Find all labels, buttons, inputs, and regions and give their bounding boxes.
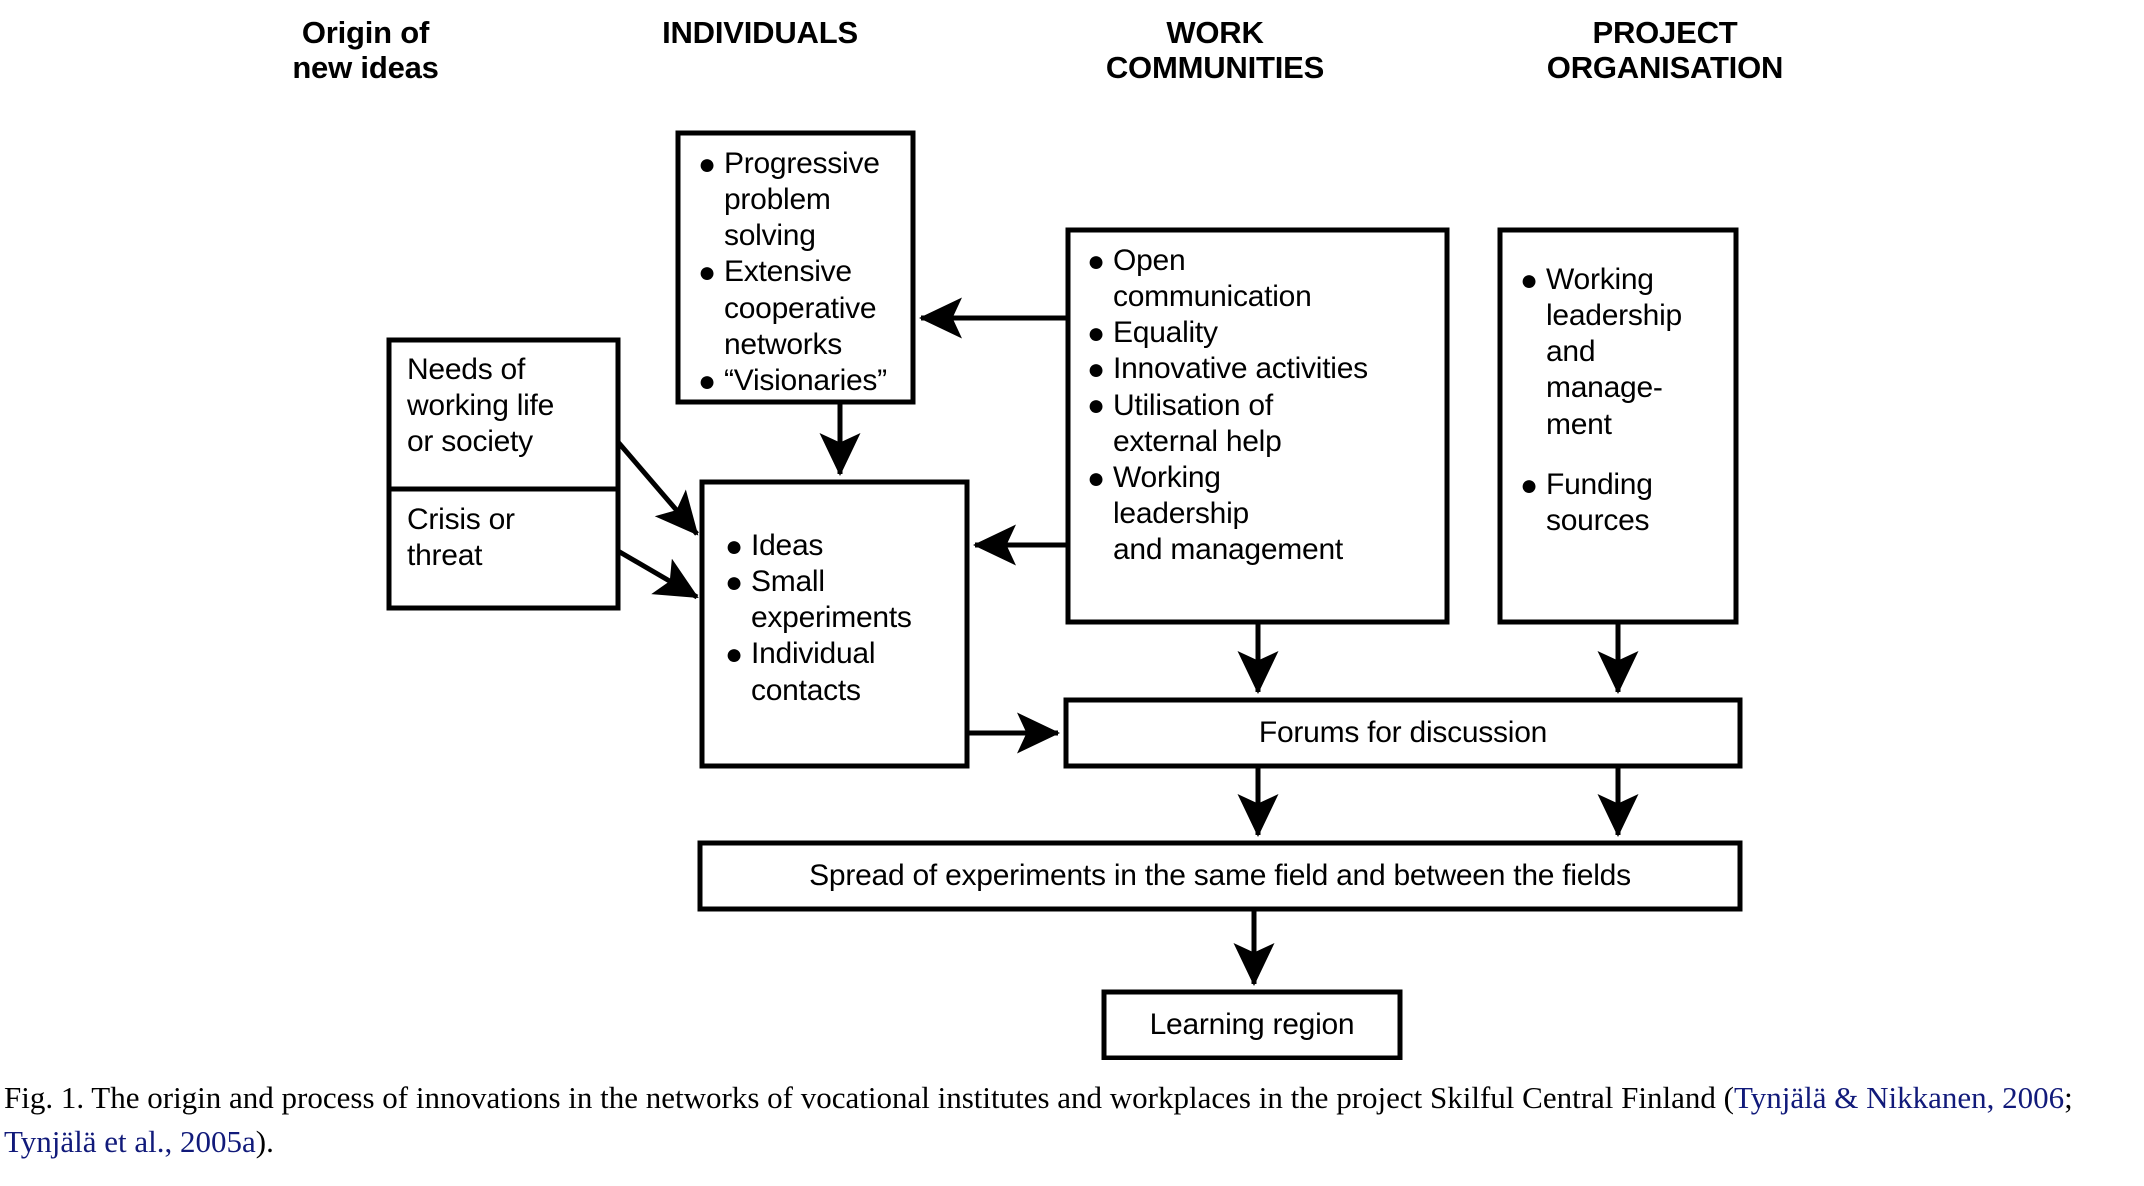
figure-caption: Fig. 1. The origin and process of innova…: [4, 1076, 2144, 1164]
column-heading-work-communities: WORK COMMUNITIES: [1105, 15, 1325, 85]
forums-for-discussion-rect: [1063, 697, 1743, 769]
list-item: ●Funding sources: [1520, 468, 1653, 538]
bullet-icon: ●: [698, 147, 716, 181]
list-item: ●Individual contacts: [725, 637, 876, 707]
list-item: ●Equality: [1085, 315, 1450, 351]
project-organisation-text: ●Working leadership and manage- ment ●Fu…: [1518, 262, 1736, 540]
list-item: ●Extensive cooperative networks: [698, 255, 877, 361]
list-item: ●Open communication: [1087, 244, 1312, 314]
crisis-or-threat-rect: [386, 486, 621, 611]
ideas-list: ●Ideas ●Small experiments ●Individual co…: [723, 528, 971, 709]
needs-of-working-life-rect: [386, 337, 621, 492]
spread-of-experiments-text: Spread of experiments in the same field …: [809, 858, 1631, 892]
column-heading-origin: Origin of new ideas: [292, 15, 439, 85]
needs-of-working-life-text: Needs of working life or society: [407, 353, 555, 459]
project-organisation-list: ●Working leadership and manage- ment ●Fu…: [1518, 262, 1736, 540]
bullet-icon: ●: [1087, 353, 1105, 387]
arrow-crisis-to-ideas: [616, 548, 699, 600]
figure-caption-tail: ).: [255, 1124, 274, 1160]
list-item: ●Progressive problem solving: [698, 147, 880, 253]
ideas-text: ●Ideas ●Small experiments ●Individual co…: [723, 528, 971, 709]
list-item: ●Utilisation of external help: [1087, 388, 1282, 458]
bullet-icon: ●: [1087, 389, 1105, 423]
bullet-icon: ●: [1087, 461, 1105, 495]
crisis-or-threat-text: Crisis or threat: [407, 503, 515, 573]
individuals-traits-rect: [675, 130, 916, 405]
project-organisation-rect: [1497, 227, 1739, 625]
bullet-icon: ●: [698, 364, 716, 398]
citation-link-tynjala-nikkanen-2006[interactable]: Tynjälä & Nikkanen, 2006: [1733, 1080, 2065, 1115]
bullet-icon: ●: [725, 529, 743, 563]
bullet-icon: ●: [725, 638, 743, 672]
bullet-icon: ●: [1520, 469, 1538, 503]
individuals-traits-text: ●Progressive problem solving ●Extensive …: [696, 146, 916, 399]
work-communities-text: ●Open communication ●Equality ●Innovativ…: [1085, 243, 1450, 568]
diagram-canvas: [386, 130, 1743, 1060]
forums-for-discussion-text: Forums for discussion: [1258, 715, 1548, 749]
arrow-needs-to-ideas: [616, 440, 699, 536]
spread-of-experiments-rect: [697, 840, 1743, 912]
bullet-icon: ●: [725, 566, 743, 600]
list-item: ●Working leadership and manage- ment: [1520, 263, 1682, 441]
ideas-rect: [699, 479, 970, 769]
column-heading-individuals: INDIVIDUALS: [662, 15, 858, 50]
figure-caption-separator: ;: [2064, 1080, 2073, 1115]
work-communities-list: ●Open communication ●Equality ●Innovativ…: [1085, 243, 1450, 568]
learning-region-text: Learning region: [1149, 1007, 1355, 1041]
column-heading-project-organisation: PROJECT ORGANISATION: [1546, 15, 1784, 85]
bullet-icon: ●: [1520, 263, 1538, 297]
figure-caption-body: The origin and process of innovations in…: [84, 1080, 1734, 1115]
individuals-traits-list: ●Progressive problem solving ●Extensive …: [696, 146, 916, 399]
citation-link-tynjala-et-al-2005a[interactable]: Tynjälä et al., 2005a: [4, 1124, 256, 1160]
list-item: ●Innovative activities: [1085, 351, 1450, 387]
bullet-icon: ●: [698, 256, 716, 290]
list-item: ●Ideas: [723, 528, 971, 564]
bullet-icon: ●: [1087, 244, 1105, 278]
list-item: ●Working leadership and management: [1087, 460, 1343, 567]
learning-region-rect: [1101, 989, 1403, 1060]
list-item: ●Small experiments: [725, 565, 912, 635]
bullet-icon: ●: [1087, 317, 1105, 351]
figure-caption-label: Fig. 1.: [4, 1080, 85, 1115]
work-communities-rect: [1065, 227, 1450, 625]
list-item: ●“Visionaries”: [696, 363, 916, 399]
